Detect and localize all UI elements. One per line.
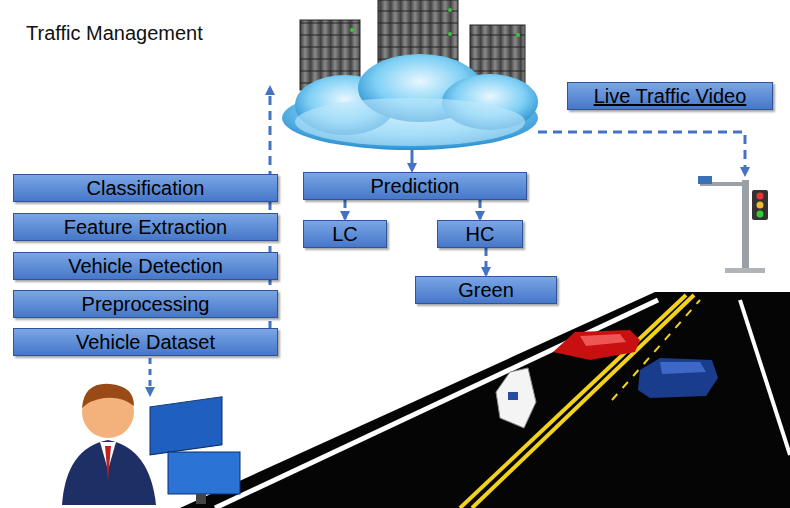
- box-text: Classification: [87, 177, 205, 199]
- class-box: LC: [303, 220, 387, 248]
- box-text: Vehicle Detection: [68, 255, 223, 277]
- video-link: [538, 132, 745, 172]
- flow-arrow: [344, 200, 347, 219]
- flow-arrow: [479, 200, 482, 219]
- process-band: Vehicle Detection: [13, 252, 278, 280]
- flow-arrow: [485, 248, 488, 275]
- operator: [62, 384, 240, 505]
- process-box: Prediction: [303, 172, 527, 200]
- box-text: Preprocessing: [82, 293, 210, 315]
- user-arrow: [149, 358, 152, 392]
- class-box: HC: [437, 220, 523, 248]
- traffic-light: [698, 176, 768, 273]
- box-text: HC: [466, 223, 495, 245]
- link-box: Live Traffic Video: [567, 82, 773, 110]
- cloud-arrow: [411, 150, 414, 168]
- box-text: Prediction: [371, 175, 460, 197]
- box-text: Feature Extraction: [64, 216, 227, 238]
- box-text: LC: [332, 223, 358, 245]
- car: [496, 330, 718, 428]
- road: [180, 292, 790, 508]
- process-band: Classification: [13, 174, 278, 202]
- box-text: Vehicle Dataset: [76, 331, 215, 353]
- cloud: [282, 54, 538, 150]
- result-box: Green: [415, 276, 557, 304]
- process-band: Feature Extraction: [13, 213, 278, 241]
- process-band: Preprocessing: [13, 290, 278, 318]
- heading-label: Traffic Management: [26, 22, 203, 45]
- box-text: Green: [458, 279, 514, 301]
- box-text: Live Traffic Video: [594, 85, 747, 107]
- process-band: Vehicle Dataset: [13, 328, 278, 356]
